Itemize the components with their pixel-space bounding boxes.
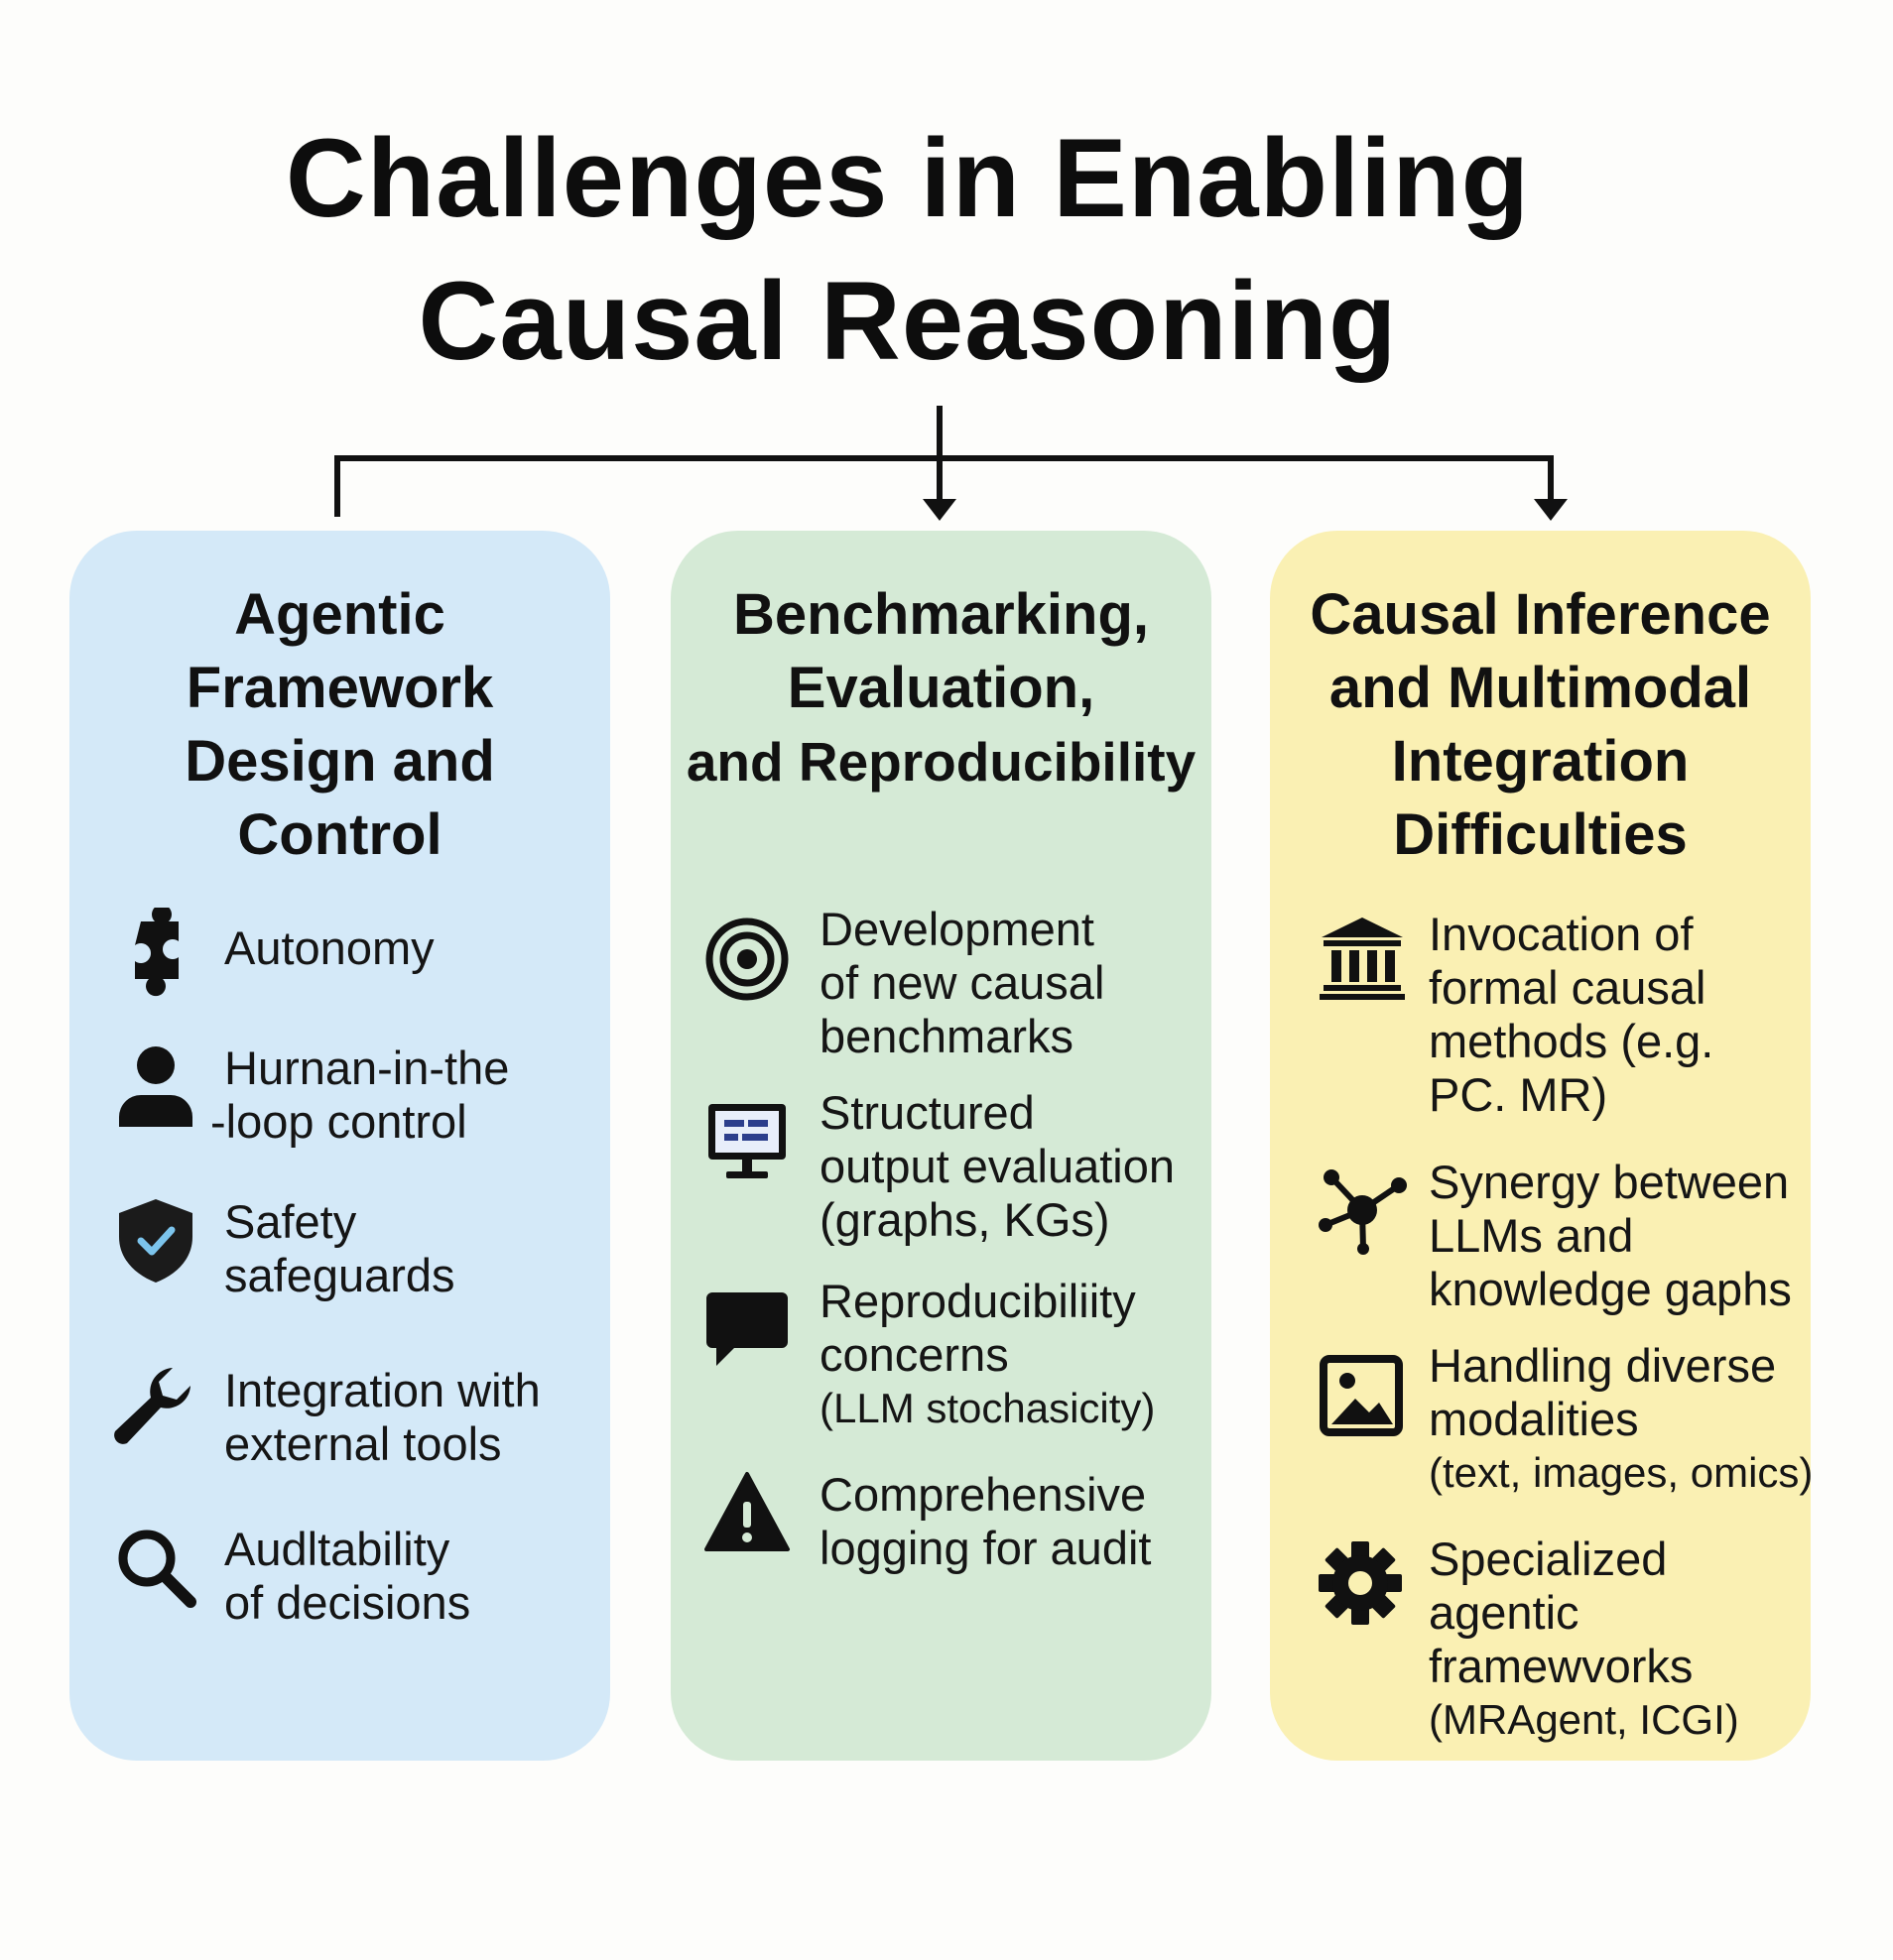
wrench-icon	[107, 1364, 196, 1453]
connector-lines	[334, 406, 1568, 521]
item-label-line: PC. MR)	[1429, 1068, 1608, 1121]
panel-title: Benchmarking, Evaluation, and Reproducib…	[671, 578, 1211, 798]
gear-icon	[1316, 1538, 1405, 1628]
puzzle-icon	[111, 908, 200, 997]
item-label-line: of decisions	[224, 1576, 471, 1629]
item-label: Development of new causal benchmarks	[820, 903, 1104, 1063]
item-label-line: framewvorks	[1429, 1640, 1694, 1692]
panel-title-line: Control	[237, 802, 442, 867]
item-label: Specialized agentic framewvorks (MRAgent…	[1429, 1532, 1739, 1747]
item-label-line: Autonomy	[224, 921, 435, 974]
item-label: Comprehensive logging for audit	[820, 1468, 1151, 1575]
panel-title-line: Design and	[185, 729, 495, 794]
item-label-line: Integration with	[224, 1364, 541, 1416]
item-label: Hurnan-in-the -loop control	[210, 1041, 509, 1149]
title-line-2: Causal Reasoning	[418, 259, 1398, 383]
item-label-line: benchmarks	[820, 1010, 1073, 1062]
item-label-line: (MRAgent, ICGI)	[1429, 1696, 1739, 1743]
item-label-line: of new causal	[820, 956, 1105, 1009]
item-label-line: (LLM stochasicity)	[820, 1385, 1156, 1431]
item-label-line: logging for audit	[820, 1522, 1152, 1574]
warning-icon	[702, 1468, 792, 1557]
item-label-line: formal causal	[1429, 961, 1706, 1014]
panel-title-line: Framework	[186, 656, 494, 720]
network-icon	[1318, 1165, 1407, 1255]
item-label-line: concerns	[820, 1328, 1009, 1381]
target-icon	[702, 915, 792, 1004]
item-label-line: output evaluation	[820, 1140, 1176, 1192]
image-icon	[1318, 1351, 1407, 1440]
item-label: Autonomy	[224, 921, 435, 975]
panel-title-line: and Multimodal	[1328, 656, 1752, 720]
item-label: Audltability of decisions	[224, 1523, 470, 1630]
connector-arrow-right	[1534, 499, 1568, 521]
person-icon	[111, 1041, 200, 1131]
panel-title-line: Evaluation,	[787, 656, 1095, 720]
item-label-line: Comprehensive	[820, 1468, 1147, 1521]
item-label-line: safeguards	[224, 1249, 455, 1301]
item-label-line: Safety	[224, 1195, 357, 1248]
shield-check-icon	[111, 1195, 200, 1285]
item-label: Synergy between LLMs and knowledge gaphs	[1429, 1156, 1792, 1316]
panel-title-line: Agentic	[234, 582, 445, 647]
item-label-line: Development	[820, 903, 1094, 955]
monitor-icon	[702, 1096, 792, 1185]
panel-title-line: Benchmarking,	[733, 582, 1149, 647]
item-label-line: Reproducibiliity	[820, 1275, 1136, 1327]
panel-title-line: Causal Inference	[1310, 582, 1771, 647]
item-label: Structured output evaluation (graphs, KG…	[820, 1086, 1175, 1247]
item-label: Invocation of formal causal methods (e.g…	[1429, 908, 1713, 1122]
item-label-line: Specialized	[1429, 1532, 1668, 1585]
connector-arrow-center	[923, 499, 956, 521]
panel-benchmarking: Benchmarking, Evaluation, and Reproducib…	[671, 531, 1211, 1761]
item-label: Reproducibiliity concerns (LLM stochasic…	[820, 1275, 1155, 1435]
item-label-line: Synergy between	[1429, 1156, 1790, 1208]
panel-title: Causal Inference and Multimodal Integrat…	[1270, 578, 1811, 872]
panel-title-line: Difficulties	[1393, 802, 1688, 867]
item-label-line: agentic	[1429, 1586, 1579, 1639]
item-label-line: knowledge gaphs	[1429, 1263, 1792, 1315]
item-label-line: methods (e.g.	[1429, 1015, 1714, 1067]
item-label: Integration with external tools	[224, 1364, 541, 1471]
panel-title-line: and Reproducibility	[686, 731, 1197, 793]
panel-agentic-framework: Agentic Framework Design and Control Aut…	[69, 531, 610, 1761]
panel-causal-inference: Causal Inference and Multimodal Integrat…	[1270, 531, 1813, 1761]
panel-title-line: Integration	[1391, 729, 1690, 794]
magnifier-icon	[111, 1523, 200, 1612]
title-line-1: Challenges in Enabling	[285, 116, 1531, 240]
item-label-line: (graphs, KGs)	[820, 1193, 1110, 1246]
item-label-line: Hurnan-in-the	[224, 1041, 510, 1094]
item-label-line: Structured	[820, 1086, 1035, 1139]
item-label-line: modalities	[1429, 1393, 1639, 1445]
item-label-line: (text, images, omics)	[1429, 1449, 1814, 1496]
item-label-line: Audltability	[224, 1523, 450, 1575]
item-label-line: -loop control	[210, 1095, 467, 1148]
institution-icon	[1318, 914, 1407, 1003]
item-label: Handling diverse modalities (text, image…	[1429, 1339, 1813, 1500]
item-label: Safety safeguards	[224, 1195, 455, 1302]
diagram-title: Challenges in Enabling Causal Reasoning	[0, 107, 1816, 393]
speech-bubble-icon	[702, 1285, 792, 1374]
item-label-line: LLMs and	[1429, 1209, 1634, 1262]
panel-title: Agentic Framework Design and Control	[69, 578, 610, 872]
item-label-line: Invocation of	[1429, 908, 1694, 960]
item-label-line: Handling diverse	[1429, 1339, 1777, 1392]
item-label-line: external tools	[224, 1417, 502, 1470]
